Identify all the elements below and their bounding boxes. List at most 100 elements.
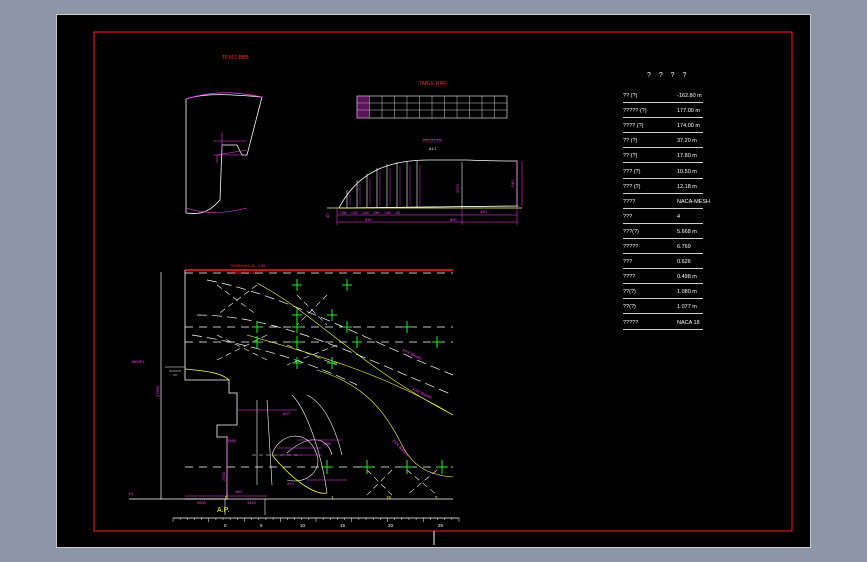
dim-590: 590 [450, 217, 457, 222]
spec-underline [623, 222, 703, 224]
small-data-table [356, 95, 508, 119]
dim-430: 430 [480, 209, 487, 214]
label-level-left: 1800EL [131, 359, 146, 364]
profile-dim-label: 1050 [384, 211, 391, 215]
spec-value: 37.20 m [677, 138, 697, 145]
spec-underline [623, 328, 703, 330]
green-marker [292, 321, 302, 333]
spec-underline [623, 207, 703, 209]
label-3500: 3500 [197, 500, 207, 505]
scale-tick-label: 5 [260, 523, 263, 528]
spec-table-title: ? ? ? ? [647, 72, 690, 79]
spec-value: 6.769 [677, 244, 691, 250]
label-370: 370 [287, 481, 294, 486]
label-1560: 1560 [227, 438, 237, 443]
spec-row: ??? 4 [623, 214, 703, 226]
spec-label: ??? [623, 259, 633, 266]
green-marker [292, 357, 302, 369]
green-marker [342, 279, 352, 291]
x-tick-label: 0 [225, 495, 228, 500]
spec-value: 4 [677, 213, 681, 220]
profile-scale: A1:1 [429, 147, 436, 151]
scale-tick-label: 10 [300, 523, 306, 528]
green-marker [252, 321, 262, 333]
spec-label: ?? (?) [623, 93, 638, 99]
spec-underline [623, 147, 703, 149]
spec-row: ??(?)1.080 m [623, 289, 703, 301]
profile-view [327, 159, 523, 225]
table-title: TABLE RRR [419, 81, 447, 87]
spec-row: ????NACA-MESH [623, 199, 710, 211]
x-tick-label: 1 [331, 495, 334, 500]
label-1080: 1080 [322, 441, 332, 446]
spec-value: 10.50 m [677, 168, 697, 175]
label-450: 450 [235, 489, 242, 494]
spec-label: ???(?) [623, 228, 639, 235]
spec-row: ??(?)1.077 m [623, 304, 703, 316]
spec-label: ?? (?) [623, 138, 638, 145]
main-section-view [129, 269, 460, 522]
spec-underline [623, 253, 703, 254]
green-marker [292, 336, 302, 348]
green-marker [342, 321, 352, 333]
profile-dim-label: 1050 [373, 211, 380, 215]
green-marker [321, 460, 333, 474]
spec-underline [623, 177, 703, 179]
spec-label: ????? [623, 319, 639, 326]
dim-540: 540 [510, 180, 515, 187]
profile-dim-label: 1050 [362, 211, 369, 215]
x-tick-label: 15 [386, 495, 392, 500]
spec-underline [623, 132, 703, 134]
spec-underline [623, 117, 703, 119]
green-marker [352, 336, 362, 348]
drawing-frame [93, 31, 793, 532]
spec-row: ???? (?)174.00 m [623, 123, 703, 135]
profile-title: ??????? [422, 139, 442, 145]
spec-value: 17.80 m [677, 153, 697, 160]
cad-viewport[interactable]: TF.601.BBB TABLE RRR ??????? A1:1 430 63… [56, 14, 811, 548]
spec-label: ????? (?) [623, 108, 647, 115]
spec-label: ??? [623, 213, 633, 220]
spec-row: ?? (?) 17.80 m [623, 153, 703, 165]
green-marker [361, 460, 373, 474]
scale-tick-label: 20 [388, 523, 394, 528]
spec-underline [623, 192, 703, 194]
dim-40: 40 [325, 213, 330, 218]
spec-underline [623, 102, 703, 103]
spec-value: 174.00 m [677, 123, 700, 130]
label-height: 17650 [155, 385, 160, 397]
drawing-canvas: TF.601.BBB TABLE RRR ??????? A1:1 430 63… [93, 31, 793, 545]
scale-tick-label: 15 [340, 523, 346, 528]
spec-underline [623, 237, 703, 239]
label-ap: A.P. [217, 507, 229, 514]
spec-row: ???? 0.498 m [623, 274, 703, 286]
label-2700: 2700 [221, 471, 226, 481]
curve-label-3: XXX Blades [391, 438, 410, 457]
section-left-title: TF.601.BBB [222, 55, 249, 61]
curve-label-1: XXX Blades [402, 347, 423, 361]
label-top: WORKING EL 3.85 [231, 263, 266, 268]
spec-label: ???? [623, 274, 636, 281]
spec-row: ???0.626 [623, 259, 703, 271]
green-marker [252, 336, 262, 348]
green-marker [402, 321, 412, 333]
spec-row: ?? (?) 37.20 m [623, 138, 703, 150]
label-top2: WWW EL 3.85 [231, 270, 258, 275]
green-marker [432, 336, 442, 348]
profile-dim-label: 1050 [340, 211, 347, 215]
green-marker [327, 309, 337, 321]
spec-label: ??? (?) [623, 168, 641, 175]
profile-dim-label: 1050 [351, 211, 358, 215]
dim-3370: 3370 [455, 183, 460, 193]
label-1877: 1877 [282, 411, 292, 416]
spec-value: 0.498 m [677, 274, 697, 281]
spec-label: ??(?) [623, 289, 636, 296]
spec-value: NACA 18 [677, 319, 700, 326]
dim-630: 630 [365, 217, 372, 222]
spec-row: ????? NACA 18 [623, 320, 703, 332]
green-marker [292, 279, 302, 291]
spec-underline [623, 298, 703, 300]
spec-label: ?? (?) [623, 153, 638, 160]
spec-row: ??? (?)12.18 m [623, 184, 703, 196]
green-marker [327, 357, 337, 369]
